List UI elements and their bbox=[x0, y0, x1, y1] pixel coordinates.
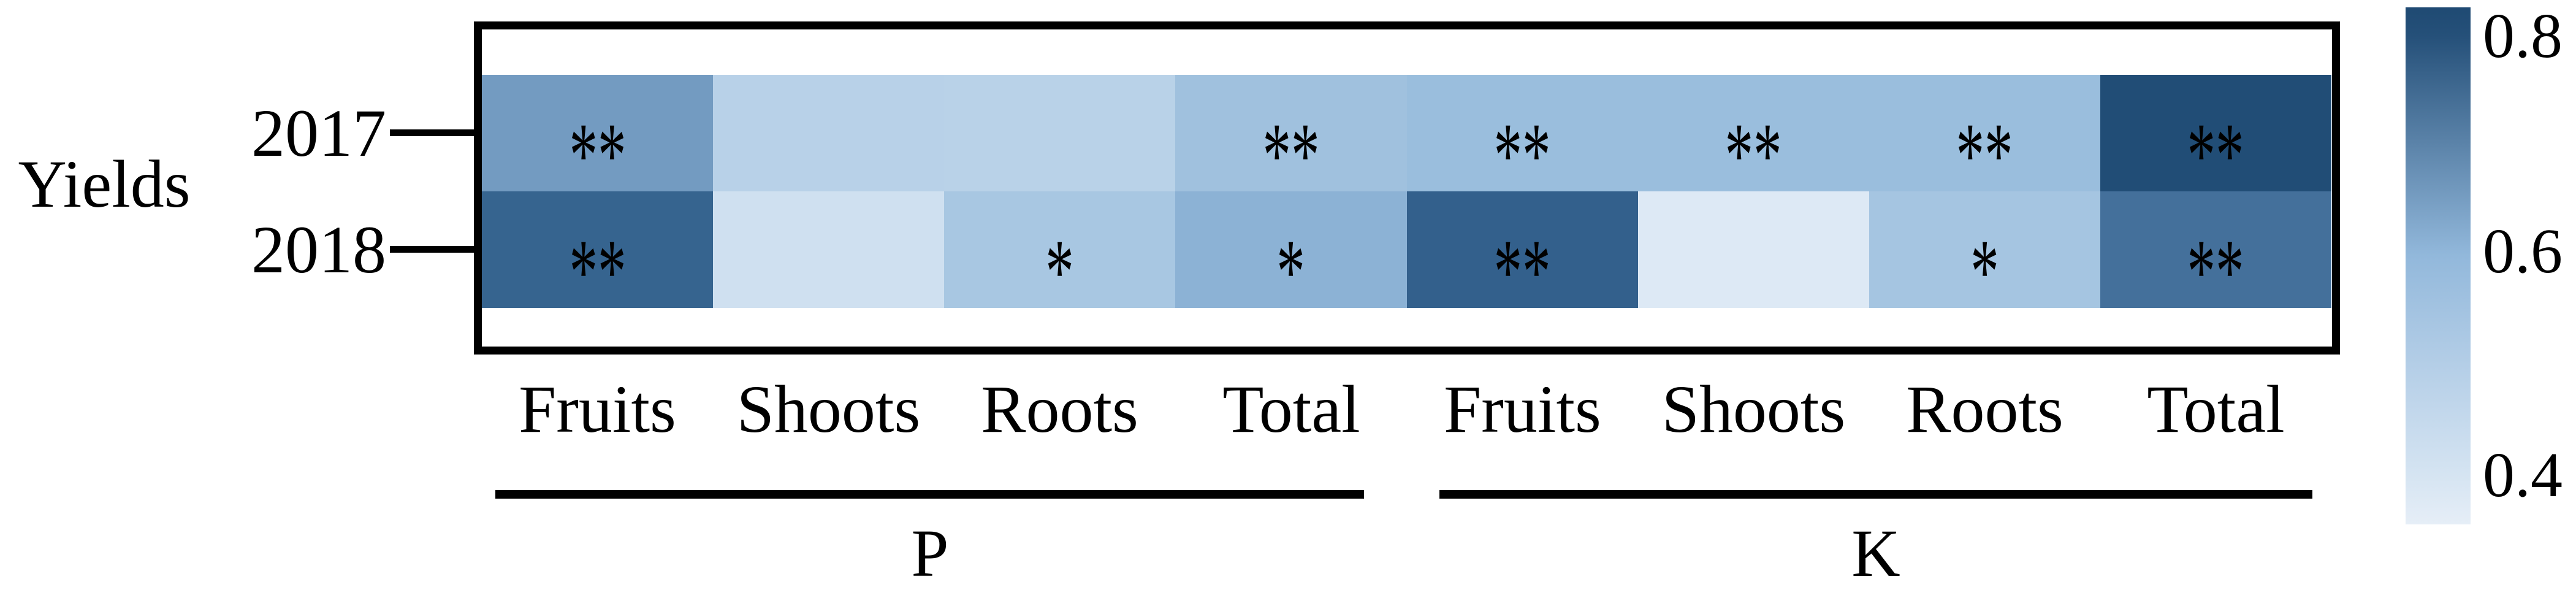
heatmap-cell-2017-6: ** bbox=[1869, 75, 2100, 191]
significance-mark: ** bbox=[569, 104, 627, 191]
group-underline-k bbox=[1439, 490, 2312, 499]
colorbar-tick-0-8: 0.8 bbox=[2483, 0, 2563, 71]
heatmap-cell-2018-5 bbox=[1637, 191, 1869, 308]
col-label-k-fruits: Fruits bbox=[1444, 371, 1601, 447]
col-label-k-total: Total bbox=[2147, 371, 2285, 447]
significance-mark: * bbox=[1045, 221, 1075, 308]
row-tick-2018 bbox=[390, 246, 474, 253]
significance-mark: ** bbox=[2187, 221, 2244, 308]
y-axis-title: Yields bbox=[18, 146, 191, 221]
significance-mark: ** bbox=[1724, 104, 1782, 191]
row-label-2017: 2017 bbox=[251, 95, 386, 171]
significance-mark: ** bbox=[1493, 221, 1551, 308]
heatmap-cell-2017-5: ** bbox=[1637, 75, 1869, 191]
group-label-k: K bbox=[1851, 515, 1900, 591]
heatmap-cell-2017-1 bbox=[713, 75, 945, 191]
col-label-p-total: Total bbox=[1222, 371, 1360, 447]
significance-mark: * bbox=[1970, 221, 1999, 308]
heatmap-cell-2017-7: ** bbox=[2100, 75, 2331, 191]
heatmap-cell-2018-7: ** bbox=[2100, 191, 2331, 308]
heatmap-cell-2017-3: ** bbox=[1175, 75, 1407, 191]
colorbar-gradient bbox=[2406, 7, 2471, 524]
heatmap-cell-2018-0: ** bbox=[482, 191, 714, 308]
col-label-p-roots: Roots bbox=[981, 371, 1138, 447]
heatmap-cell-2017-0: ** bbox=[482, 75, 714, 191]
heatmap-cell-2018-6: * bbox=[1869, 191, 2100, 308]
heatmap-cell-2017-2 bbox=[944, 75, 1176, 191]
col-label-p-fruits: Fruits bbox=[519, 371, 676, 447]
group-label-p: P bbox=[911, 515, 949, 591]
heatmap-cell-2018-1 bbox=[713, 191, 945, 308]
heatmap-cell-2018-2: * bbox=[944, 191, 1176, 308]
significance-mark: ** bbox=[1262, 104, 1320, 191]
significance-mark: ** bbox=[1493, 104, 1551, 191]
colorbar-tick-0-4: 0.4 bbox=[2483, 439, 2563, 510]
significance-mark: ** bbox=[1956, 104, 2013, 191]
row-tick-2017 bbox=[390, 129, 474, 136]
col-label-k-shoots: Shoots bbox=[1661, 371, 1846, 447]
colorbar-tick-0-6: 0.6 bbox=[2483, 215, 2563, 286]
col-label-p-shoots: Shoots bbox=[736, 371, 921, 447]
significance-mark: * bbox=[1276, 221, 1306, 308]
heatmap-cell-2017-4: ** bbox=[1406, 75, 1638, 191]
significance-mark: ** bbox=[569, 221, 627, 308]
heatmap-grid: ********************* bbox=[482, 75, 2331, 308]
row-label-2018: 2018 bbox=[251, 212, 386, 287]
heatmap-cell-2018-4: ** bbox=[1406, 191, 1638, 308]
heatmap-cell-2018-3: * bbox=[1175, 191, 1407, 308]
group-underline-p bbox=[495, 490, 1364, 499]
significance-mark: ** bbox=[2187, 104, 2244, 191]
col-label-k-roots: Roots bbox=[1906, 371, 2063, 447]
